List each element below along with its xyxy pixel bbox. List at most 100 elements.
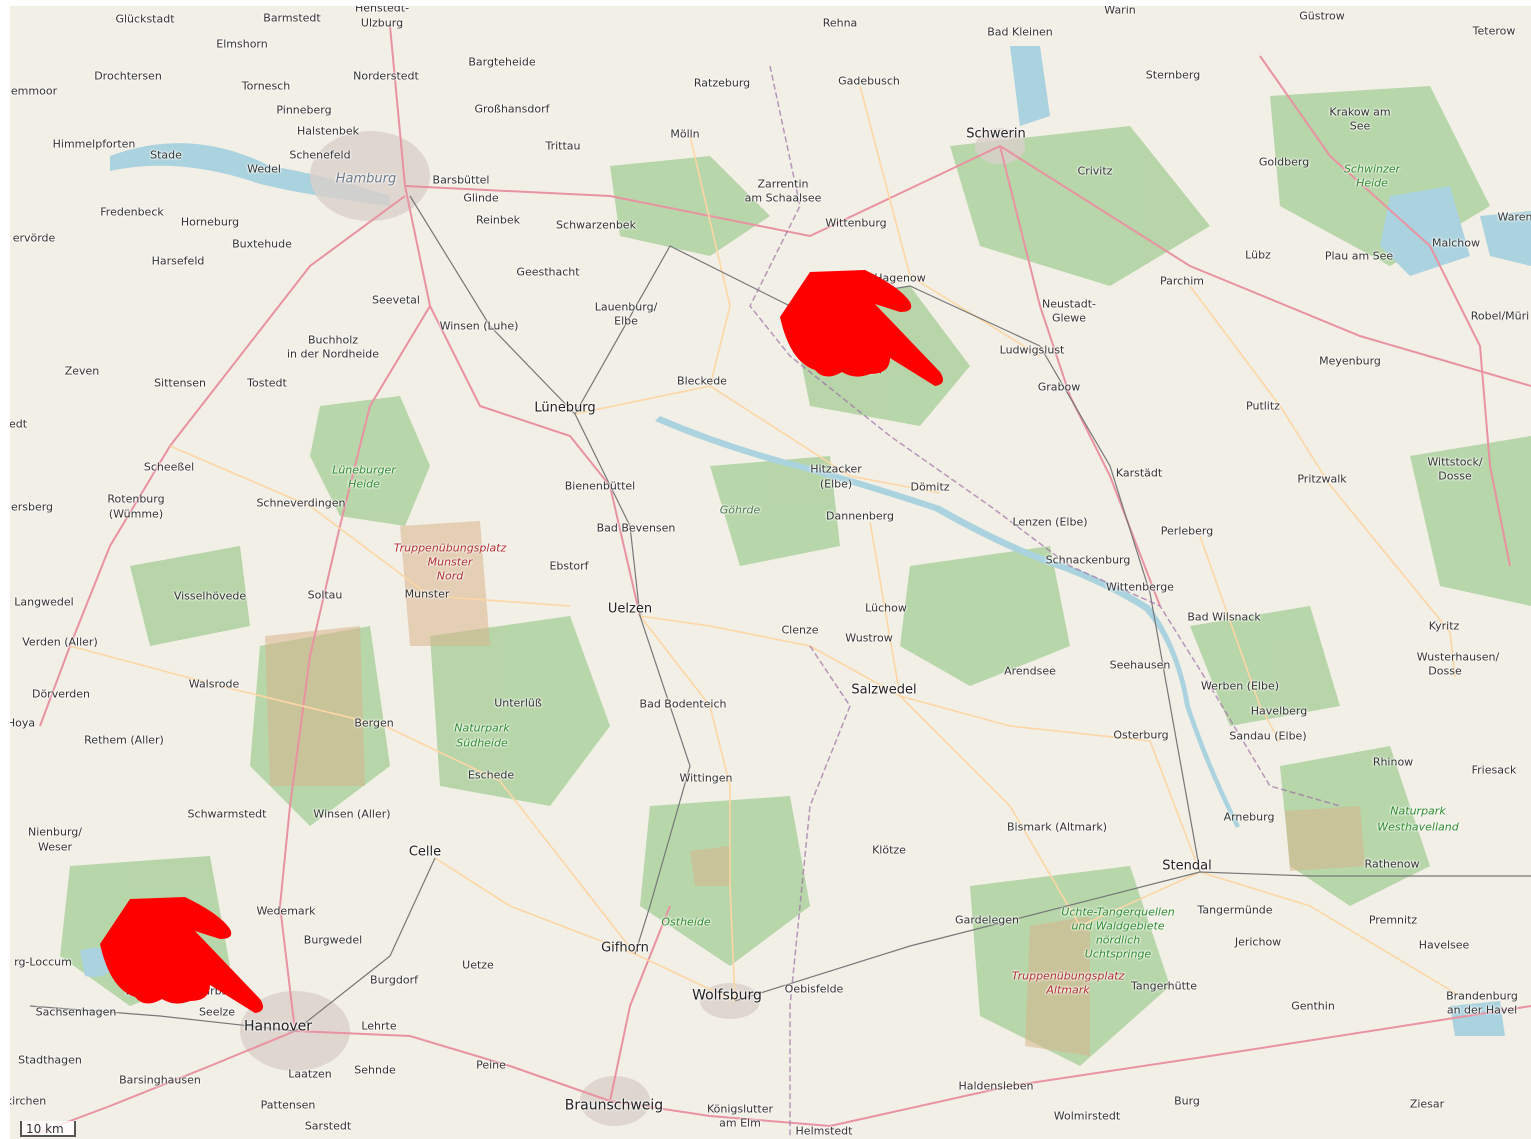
place-label: Munster [427, 555, 473, 569]
place-label: Schenefeld [289, 148, 351, 162]
place-label: Tornesch [241, 79, 291, 93]
place-label: Truppenübungsplatz [1011, 969, 1125, 983]
place-label: Bargteheide [468, 55, 536, 69]
place-label: Ulzburg [360, 16, 404, 30]
place-label: und Waldgebiete [1071, 919, 1165, 933]
place-label: Soltau [307, 588, 343, 602]
place-label: Celle [408, 844, 442, 860]
place-label: Uelzen [607, 601, 653, 617]
place-label: Wittingen [679, 771, 733, 785]
place-label: Lüchow [865, 601, 907, 615]
place-label: Wustrow [845, 631, 893, 645]
place-label: Gardelegen [955, 913, 1019, 927]
place-label: Stade [150, 148, 182, 162]
place-label: Elbe [614, 314, 638, 328]
place-label: Hagenow [874, 271, 926, 285]
place-label: Putlitz [1246, 399, 1280, 413]
place-label: Harsefeld [151, 254, 205, 268]
place-label: Walsrode [188, 677, 240, 691]
place-label: Wedemark [256, 904, 316, 918]
place-label: Bad Kleinen [987, 25, 1053, 39]
place-label: Fredenbeck [100, 205, 164, 219]
place-label: Nord [436, 569, 464, 583]
place-label: Uchtspringe [1084, 947, 1152, 961]
place-label: Wedel [247, 162, 281, 176]
place-label: Laatzen [288, 1067, 332, 1081]
place-label: Himmelpforten [52, 137, 136, 151]
place-label: Pritzwalk [1297, 472, 1347, 486]
place-label: Schwerin [966, 126, 1026, 142]
place-label: Schnackenburg [1045, 553, 1131, 567]
place-label: Ziesar [1409, 1097, 1445, 1111]
place-label: Sarstedt [304, 1119, 352, 1133]
place-label: Ludwigslust [999, 343, 1065, 357]
place-label: Südheide [456, 736, 508, 750]
place-label: Horneburg [180, 215, 240, 229]
place-label: Meyenburg [1319, 354, 1381, 368]
place-label: Weser [37, 840, 73, 854]
place-label: am Elm [719, 1116, 761, 1130]
place-label: Bergen [354, 716, 394, 730]
place-label: Pinneberg [276, 103, 332, 117]
place-label: Wittenburg [825, 216, 887, 230]
place-label: Ostheide [661, 915, 711, 929]
place-label: Bleckede [677, 374, 727, 388]
place-label: Göhrde [719, 503, 761, 517]
place-label: Langwedel [14, 595, 74, 609]
place-label: Bad Bodenteich [639, 697, 727, 711]
place-label: See [1349, 119, 1371, 133]
place-label: Dannenberg [826, 509, 894, 523]
place-label: Krakow am [1329, 105, 1391, 119]
place-label: Zarrentin [757, 177, 809, 191]
place-label: Bad Wilsnack [1187, 610, 1261, 624]
place-label: Elmshorn [216, 37, 268, 51]
place-label: Malchow [1431, 236, 1481, 250]
place-label: Glewe [1051, 311, 1087, 325]
place-label: Gadebusch [838, 74, 900, 88]
place-label: Winsen (Aller) [313, 807, 391, 821]
place-label: Seehausen [1109, 658, 1171, 672]
place-label: Halstenbek [297, 124, 359, 138]
place-label: Haldensleben [958, 1079, 1034, 1093]
pointing-hand-icon-steinhuder-meer [100, 897, 264, 1013]
place-label: Wittenberge [1106, 580, 1174, 594]
place-label: Dosse [1438, 469, 1472, 483]
place-label: Trittau [545, 139, 581, 153]
place-label: Buchholz [307, 333, 359, 347]
place-label: Barsbüttel [432, 173, 490, 187]
place-label: ervörde [12, 231, 56, 245]
place-label: Warin [1104, 6, 1136, 17]
place-label: Grabow [1037, 380, 1081, 394]
place-label: Munster [404, 587, 450, 601]
place-label: Bad Bevensen [596, 521, 676, 535]
place-label: Peine [476, 1058, 506, 1072]
place-label: Naturpark [1390, 804, 1446, 818]
place-label: Visselhövede [173, 589, 247, 603]
place-label: am Schaalsee [744, 191, 822, 205]
place-label: Schwinzer [1343, 162, 1401, 176]
place-label: Wittstock/ [1427, 455, 1483, 469]
place-label: Genthin [1291, 999, 1335, 1013]
place-label: Barsinghausen [119, 1073, 201, 1087]
place-label: Stadthagen [18, 1053, 82, 1067]
place-label: Lenzen (Elbe) [1012, 515, 1088, 529]
place-label: Werben (Elbe) [1200, 679, 1280, 693]
place-label: Neustadt- [1041, 297, 1097, 311]
place-label: Unterlüß [494, 696, 542, 710]
place-label: Schwarzenbek [556, 218, 636, 232]
place-label: Osterburg [1113, 728, 1169, 742]
scale-bar: 10 km [20, 1121, 76, 1137]
place-label: Crivitz [1077, 164, 1113, 178]
place-label: Hoya [10, 716, 36, 730]
place-label: Winsen (Luhe) [439, 319, 519, 333]
place-label: Großhansdorf [474, 102, 550, 116]
place-label: nördlich [1095, 933, 1141, 947]
place-label: Oebisfelde [784, 982, 844, 996]
place-label: Eschede [467, 768, 515, 782]
place-label: Ratzeburg [693, 76, 751, 90]
place-label: kirchen [10, 1094, 47, 1108]
place-label: Rathenow [1364, 857, 1420, 871]
place-label: Naturpark [454, 721, 510, 735]
place-label: Jerichow [1234, 935, 1282, 949]
